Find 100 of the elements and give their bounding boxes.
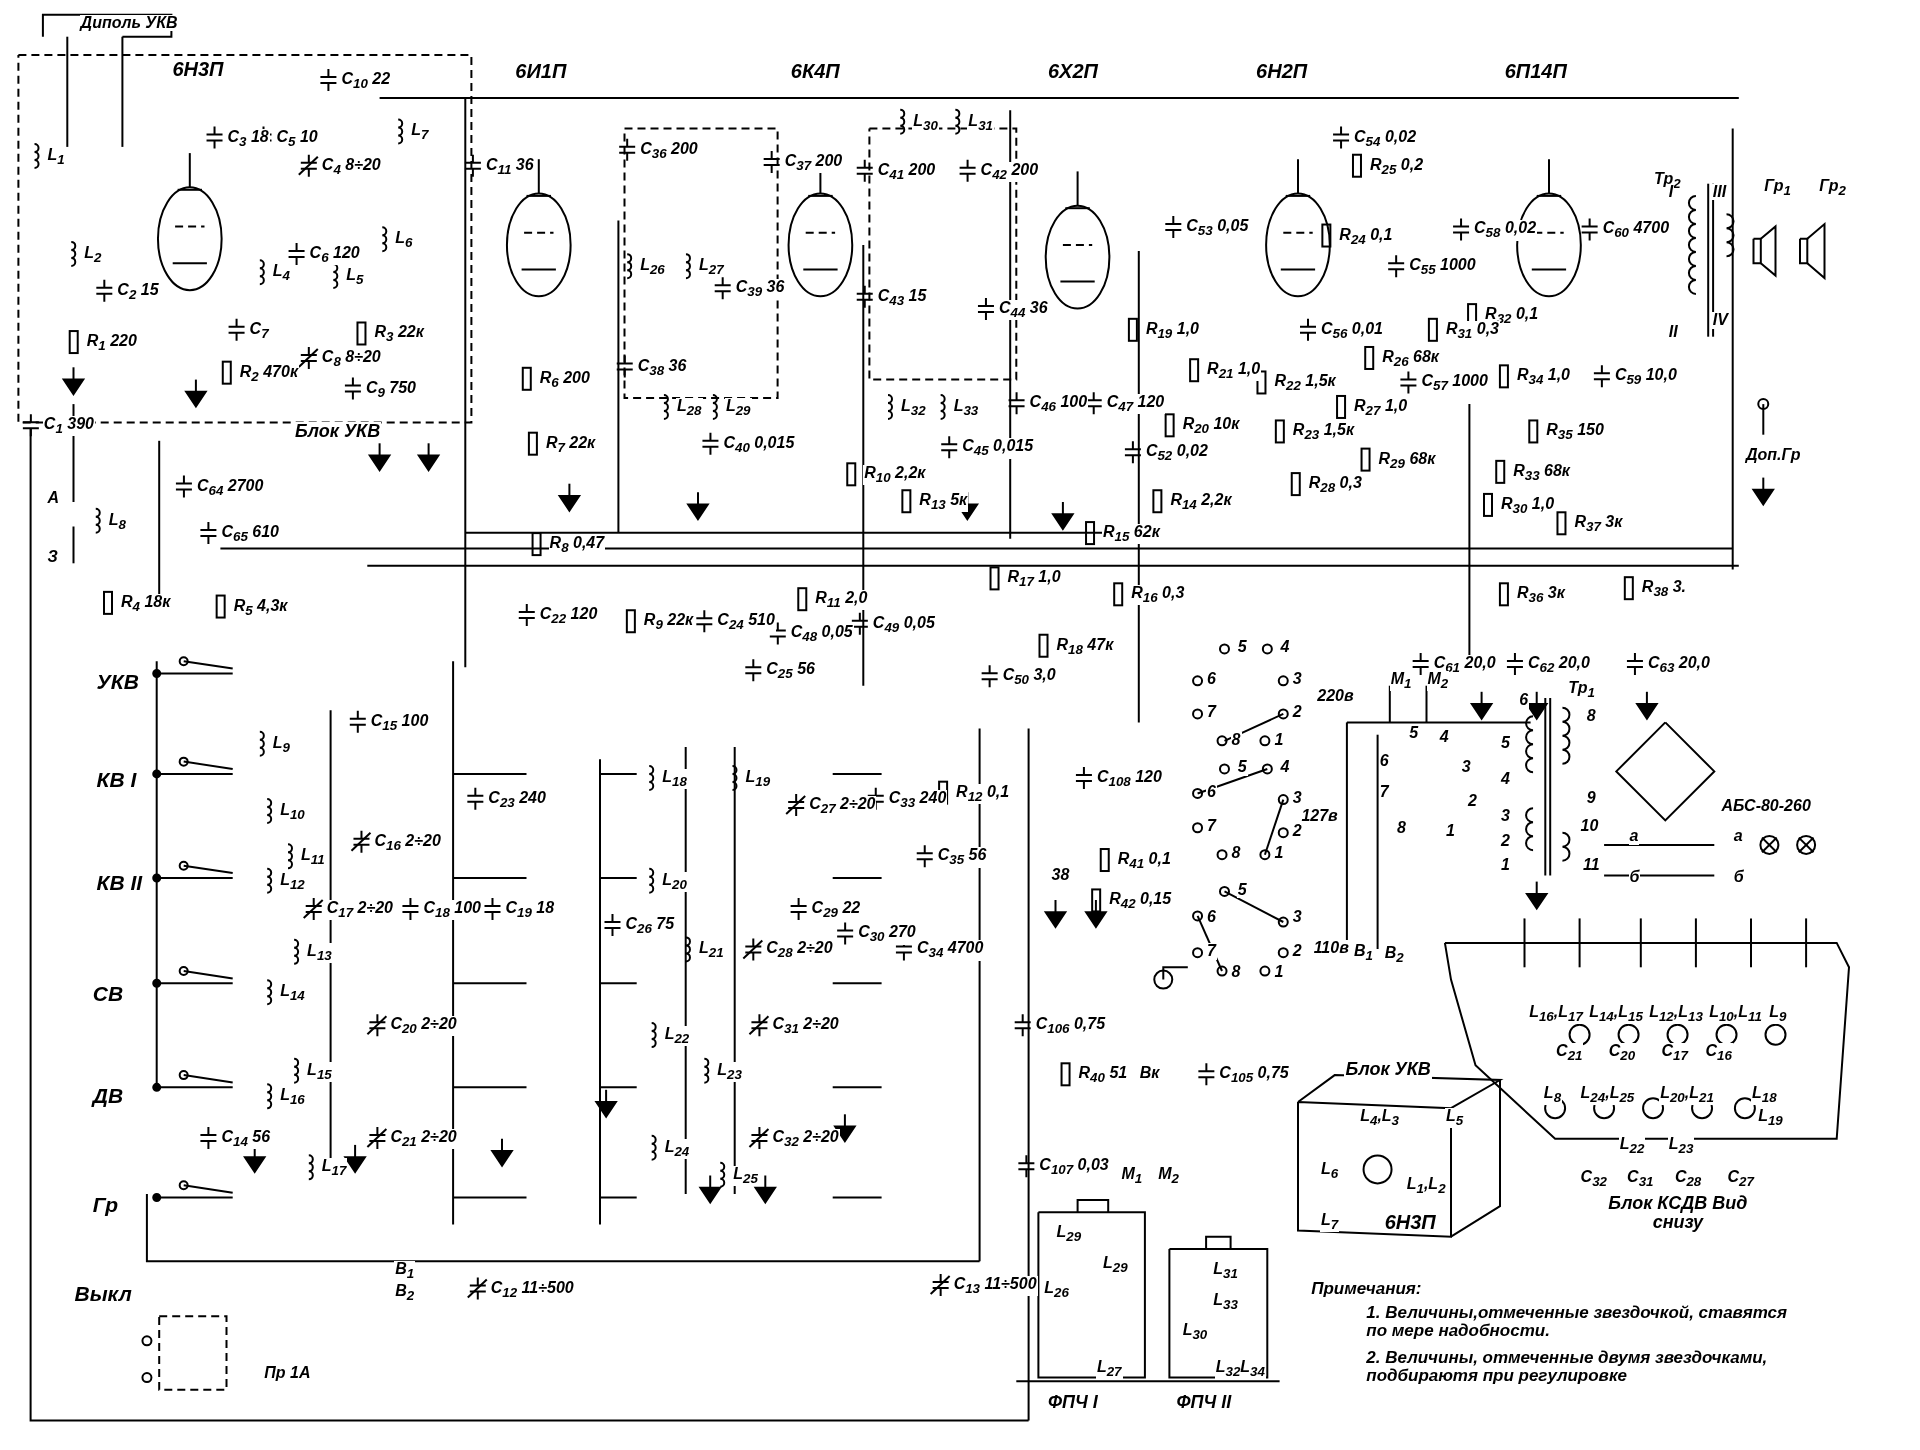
component-label: L$_{24}$,L$_{25}$ (1579, 1084, 1636, 1106)
component-label: R$_{29}$ 68к (1377, 450, 1437, 471)
component-label: C$_{15}$ 100 (369, 712, 430, 733)
component-label: L$_{7}$ (1320, 1212, 1340, 1233)
component-label: C$_{12}$ 11÷500 (489, 1279, 575, 1300)
component-label: R$_{10}$ 2,2к (863, 465, 927, 486)
component-label: R$_{4}$ 18к (120, 593, 172, 615)
component-label: L$_{18}$ (1751, 1084, 1778, 1106)
component-label: C$_{64}$ 2700 (195, 477, 265, 498)
component-label: L$_{30}$ (912, 112, 939, 133)
component-label: C$_{3}$ 18 (226, 128, 270, 149)
component-label: L$_{17}$ (320, 1158, 348, 1179)
component-label: R$_{2}$ 470к (238, 363, 299, 384)
component-label: C$_{30}$ 270 (857, 924, 917, 945)
component-label: C$_{9}$ 750 (364, 379, 417, 400)
component-label: C$_{42}$ 200 (979, 161, 1040, 182)
component-label: R$_{19}$ 1,0 (1144, 320, 1200, 341)
component-label: L$_{5}$ (1444, 1108, 1465, 1129)
component-label: C$_{37}$ 200 (783, 153, 844, 174)
terminal-label: В$_{1}$ (1353, 942, 1375, 963)
component-label: R$_{21}$ 1,0 (1206, 361, 1262, 382)
component-label: L$_{10}$,L$_{11}$ (1708, 1004, 1763, 1025)
component-label: L$_{8}$ (107, 511, 127, 532)
component-label: L$_{32}$L$_{34}$ (1214, 1359, 1266, 1380)
component-label: L$_{20}$,L$_{21}$ (1659, 1084, 1715, 1106)
component-label: L$_{9}$ (1768, 1004, 1788, 1025)
component-label: Гр$_{1}$ (1763, 177, 1792, 198)
component-label: C$_{58}$ 0,02 (1473, 220, 1538, 241)
component-label: L$_{16}$,L$_{17}$ (1528, 1004, 1584, 1025)
component-label: L$_{15}$ (306, 1061, 333, 1082)
component-label: R$_{12}$ 0,1 (955, 783, 1011, 804)
component-label: C$_{23}$ 240 (487, 789, 547, 810)
component-label: R$_{13}$ 5к (918, 492, 969, 513)
component-label: L$_{13}$ (306, 942, 333, 963)
terminal-label: 127в (1300, 808, 1339, 825)
component-label: L$_{6}$ (1320, 1160, 1340, 1181)
component-label: R$_{15}$ 62к (1102, 524, 1161, 545)
component-label: Тр$_{1}$ (1567, 679, 1596, 700)
component-label: L$_{1}$,L$_{2}$ (1405, 1175, 1447, 1196)
component-label: C$_{6}$ 120 (308, 244, 361, 266)
component-label: C$_{56}$ 0,01 (1320, 320, 1384, 341)
component-label: Гр$_{2}$ (1818, 177, 1847, 198)
component-label: R$_{7}$ 22к (544, 434, 597, 455)
component-label: C$_{13}$ 11÷500 (952, 1275, 1038, 1297)
component-label: R$_{24}$ 0,1 (1338, 226, 1394, 247)
component-label: C$_{11}$ 36 (484, 156, 535, 177)
component-label: C$_{21}$ 2÷20 (389, 1128, 458, 1150)
component-label: C$_{40}$ 0,015 (722, 434, 796, 455)
component-label: L$_{9}$ (271, 734, 292, 755)
component-label: C$_{44}$ 36 (997, 300, 1049, 321)
block-label: Блок УКВ (1344, 1060, 1432, 1080)
component-label: C$_{38}$ 36 (636, 357, 688, 378)
component-label: C$_{18}$ 100 (422, 900, 482, 921)
component-label: C$_{49}$ 0,05 (871, 614, 936, 635)
component-label: C$_{20}$ 2÷20 (389, 1016, 458, 1037)
terminal-label: М$_{1}$ (1120, 1165, 1144, 1186)
component-label: C$_{47}$ 120 (1105, 394, 1166, 415)
component-label: C$_{33}$ 240 (887, 789, 948, 810)
component-label: C$_{2}$ 15 (116, 281, 160, 302)
pin-number: 7 (1206, 942, 1217, 960)
component-label: L$_{8}$ (1542, 1084, 1563, 1106)
terminal-label: М$_{1}$ (1389, 671, 1413, 692)
component-label: R$_{25}$ 0,2 (1368, 156, 1425, 177)
pin-number: 6 (1518, 691, 1530, 709)
component-label: R$_{6}$ 200 (538, 369, 591, 390)
component-label: L$_{27}$ (1095, 1359, 1123, 1380)
component-label: C$_{36}$ 200 (639, 140, 699, 161)
component-label: L$_{14}$,L$_{15}$ (1588, 1004, 1644, 1025)
component-label: R$_{11}$ 2,0 (814, 590, 869, 611)
pin-number: 5 (1236, 759, 1248, 776)
component-label: R$_{33}$ 68к (1512, 462, 1571, 483)
terminal-label: М$_{2}$ (1157, 1165, 1180, 1186)
component-label: L$_{23}$ (716, 1061, 743, 1082)
component-label: C$_{16}$ 2÷20 (373, 832, 442, 853)
component-label: C$_{14}$ 56 (220, 1128, 272, 1150)
component-label: C$_{17}$ 2÷20 (325, 900, 394, 921)
component-label: L$_{22}$ (663, 1026, 691, 1047)
component-label: L$_{25}$ (732, 1165, 759, 1186)
component-label: R$_{18}$ 47к (1055, 636, 1115, 657)
component-label: L$_{12}$ (279, 871, 306, 892)
component-label: L$_{24}$ (663, 1138, 691, 1159)
winding-label: III (1711, 183, 1728, 201)
component-label: L$_{26}$ (1043, 1279, 1070, 1300)
component-label: L$_{33}$ (1212, 1291, 1239, 1312)
component-label: L$_{20}$ (661, 871, 688, 892)
component-label: R$_{5}$ 4,3к (232, 597, 289, 618)
component-label: L$_{12}$,L$_{13}$ (1648, 1004, 1704, 1025)
component-label: C$_{1}$ 390 (42, 416, 95, 437)
component-label: Пр 1А (263, 1365, 312, 1383)
component-label: C$_{7}$ (248, 320, 270, 341)
component-label: C$_{54}$ 0,02 (1353, 128, 1418, 149)
component-label: R$_{16}$ 0,3 (1130, 585, 1186, 606)
pin-number: 5 (1236, 881, 1248, 899)
terminal-label: Доп.Гр (1744, 446, 1802, 464)
component-label: C$_{24}$ 510 (716, 612, 776, 633)
component-label: C$_{41}$ 200 (876, 161, 937, 182)
component-label: L$_{18}$ (661, 768, 688, 790)
component-label: C$_{34}$ 4700 (915, 940, 985, 961)
component-label: C$_{4}$ 8÷20 (320, 156, 382, 177)
winding-label: IV (1711, 312, 1729, 330)
